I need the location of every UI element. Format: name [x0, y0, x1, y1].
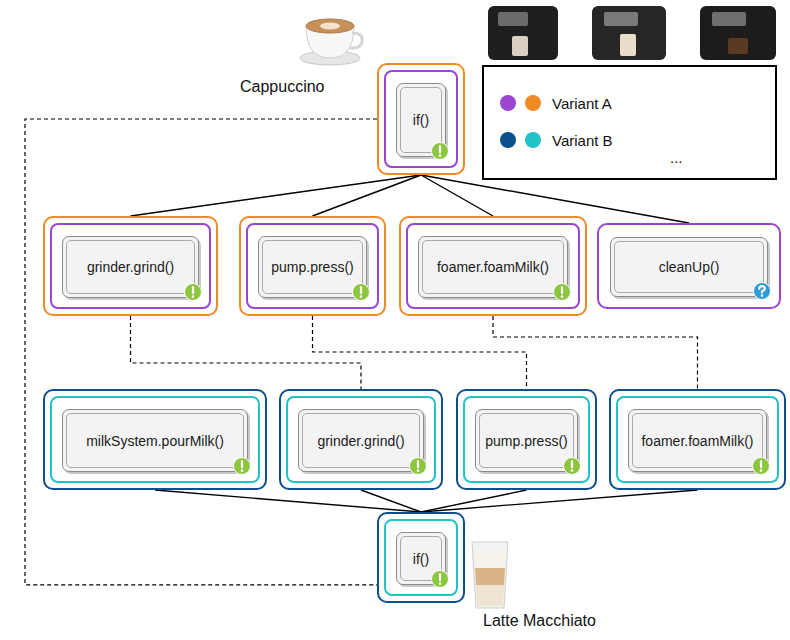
code-box: grinder.grind() [298, 409, 424, 472]
variant-node: if() [377, 63, 465, 175]
variant-node: pump.press() [239, 216, 386, 316]
legend-text: Variant B [552, 132, 613, 149]
drink-label: Latte Macchiato [483, 612, 596, 630]
check-badge [563, 457, 581, 475]
code-box: if() [396, 83, 446, 157]
check-badge [233, 457, 251, 475]
variant-ring: if() [384, 519, 458, 596]
code-text: milkSystem.pourMilk() [82, 433, 228, 449]
code-text: pump.press() [267, 259, 357, 275]
drink-label: Cappuccino [240, 78, 325, 96]
legend-swatch-secondary [525, 95, 541, 111]
code-box: pump.press() [475, 409, 578, 472]
variant-node: foamer.foamMilk() [399, 216, 587, 316]
variant-node: grinder.grind() [43, 216, 218, 316]
legend-swatch-secondary [525, 132, 541, 148]
variant-ring: grinder.grind() [286, 396, 436, 483]
variant-ring: grinder.grind() [50, 223, 211, 309]
code-box: foamer.foamMilk() [418, 236, 568, 298]
variant-node: pump.press() [456, 389, 597, 490]
check-badge [752, 457, 770, 475]
legend-swatch [500, 132, 516, 148]
correspondence-link [25, 119, 377, 585]
code-text: if() [409, 112, 433, 128]
tree-edge [421, 490, 527, 512]
code-text: if() [409, 551, 433, 567]
latte-glass [472, 542, 508, 608]
variant-node: cleanUp() [597, 223, 781, 309]
variant-ring: if() [384, 70, 458, 168]
code-text: foamer.foamMilk() [433, 259, 553, 275]
variant-ring: pump.press() [246, 223, 379, 309]
check-badge [553, 283, 571, 301]
legend-row: Variant A [500, 93, 612, 113]
check-badge [431, 142, 449, 160]
code-box: if() [396, 532, 446, 585]
legend-text: Variant A [552, 95, 612, 112]
code-text: cleanUp() [655, 259, 724, 275]
question-badge [753, 282, 771, 300]
variant-ring: milkSystem.pourMilk() [50, 396, 260, 483]
variant-node: milkSystem.pourMilk() [43, 389, 267, 490]
check-badge [431, 570, 449, 588]
check-badge [184, 283, 202, 301]
code-text: foamer.foamMilk() [637, 433, 757, 449]
code-text: grinder.grind() [313, 433, 408, 449]
legend-box: Variant A Variant B... [482, 65, 777, 180]
code-text: pump.press() [481, 433, 571, 449]
tree-edge [155, 490, 421, 512]
legend-ellipsis: ... [670, 149, 683, 166]
correspondence-link [493, 316, 698, 389]
coffee-machines [488, 6, 776, 60]
code-box: pump.press() [258, 236, 367, 298]
variant-node: grinder.grind() [279, 389, 443, 490]
legend-swatch [500, 95, 516, 111]
variant-ring: foamer.foamMilk() [616, 396, 779, 483]
variant-node: if() [377, 512, 465, 603]
tree-edge [421, 490, 698, 512]
variant-ring: foamer.foamMilk() [406, 223, 580, 309]
check-badge [352, 283, 370, 301]
variant-node: foamer.foamMilk() [609, 389, 786, 490]
code-box: grinder.grind() [62, 236, 199, 298]
correspondence-link [313, 316, 527, 389]
check-badge [409, 457, 427, 475]
code-box: milkSystem.pourMilk() [62, 409, 248, 472]
variant-ring: pump.press() [463, 396, 590, 483]
legend-row: Variant B [500, 130, 613, 150]
code-text: grinder.grind() [83, 259, 178, 275]
code-box: foamer.foamMilk() [628, 409, 767, 472]
tree-edge [361, 490, 421, 512]
cappuccino-cup [300, 19, 362, 65]
code-box: cleanUp() [610, 237, 768, 297]
tree-edge [313, 175, 422, 216]
tree-edge [131, 175, 422, 216]
